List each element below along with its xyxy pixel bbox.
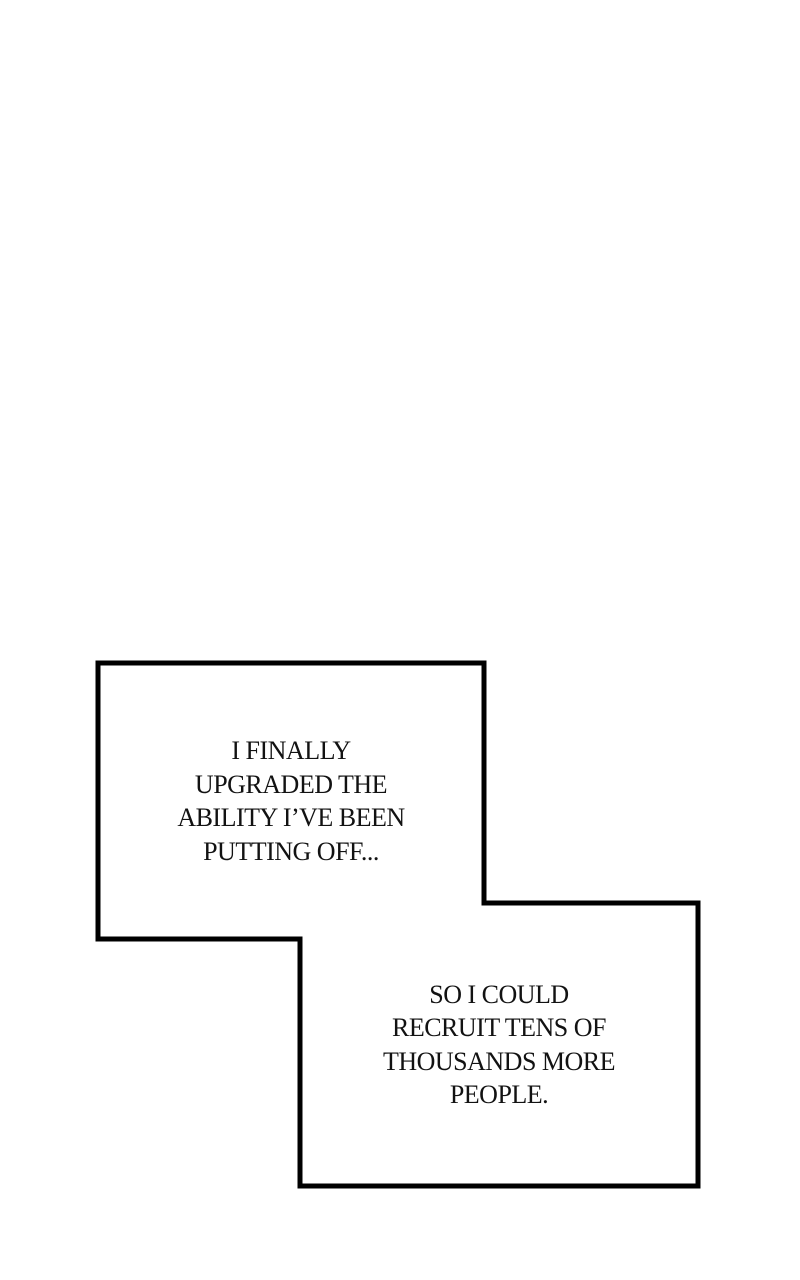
caption-box-2: SO I COULD RECRUIT TENS OF THOUSANDS MOR… (300, 903, 698, 1186)
caption-boxes-outline-path (95, 660, 701, 1189)
caption-line: I FINALLY (231, 736, 351, 765)
caption-line: SO I COULD (429, 979, 569, 1009)
caption-line: RECRUIT TENS OF (391, 1013, 607, 1042)
caption-box-1: I FINALLY UPGRADED THE ABILITY I’VE BEEN… (98, 663, 484, 939)
caption-line: UPGRADED THE (194, 769, 388, 799)
caption-line: PEOPLE. (449, 1080, 549, 1109)
caption-line: THOUSANDS MORE (382, 1046, 616, 1076)
caption-line: PUTTING OFF... (203, 836, 379, 866)
caption-line: ABILITY I’VE BEEN (177, 803, 405, 832)
